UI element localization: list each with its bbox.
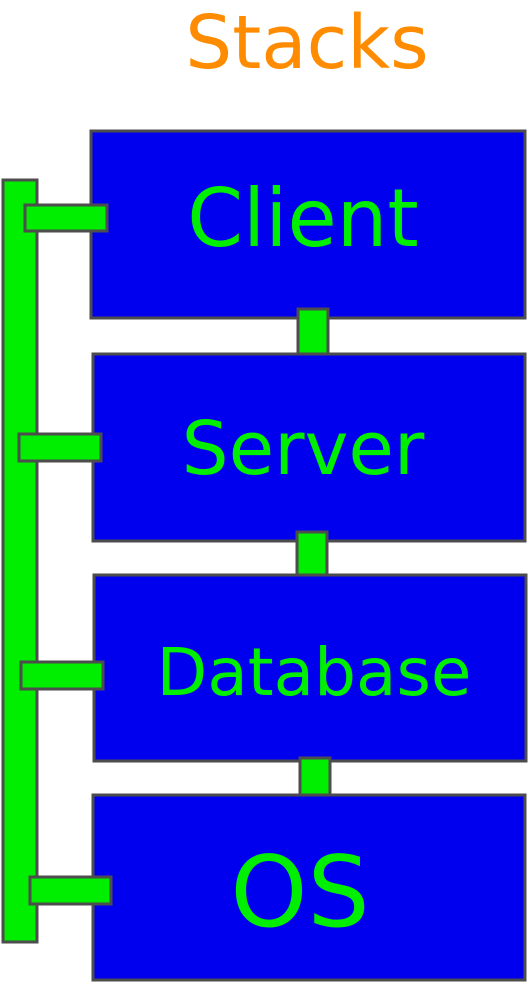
- side-connector-os: [28, 875, 113, 906]
- layer-label-database: Database: [157, 634, 472, 711]
- layer-label-server: Server: [182, 406, 425, 492]
- side-connector-server: [17, 432, 103, 463]
- side-connector-client: [23, 203, 109, 233]
- layer-label-client: Client: [187, 172, 419, 265]
- layer-box-server: [91, 352, 527, 543]
- side-connector-database: [19, 660, 105, 691]
- layer-label-os: OS: [230, 836, 369, 950]
- side-bar: [1, 178, 39, 944]
- layer-box-os: [91, 793, 527, 982]
- layer-box-database: [92, 573, 528, 763]
- layer-box-client: [89, 129, 527, 320]
- stack-connector-1: [296, 307, 330, 362]
- diagram-title: Stacks: [185, 0, 428, 86]
